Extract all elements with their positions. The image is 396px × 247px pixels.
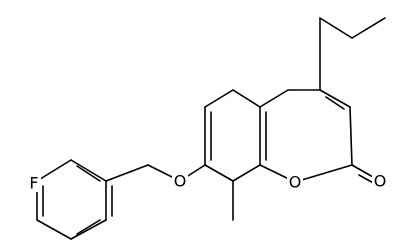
bond-22 (70, 219, 107, 240)
bond-27 (70, 159, 107, 182)
bond-layer (33, 17, 386, 240)
bond-16 (232, 89, 261, 108)
fluorine-label-bg (27, 174, 41, 192)
bond-23 (36, 219, 72, 240)
bond-28 (325, 96, 345, 110)
bond-5 (349, 106, 353, 166)
bond-26 (36, 159, 72, 182)
carbonyl-oxygen-label: O (374, 172, 387, 191)
bond-2 (351, 17, 386, 39)
atom-label-layer: F O O O (27, 172, 388, 193)
ring-oxygen-label-bg (287, 173, 303, 191)
bond-12 (232, 164, 261, 182)
bond-15 (204, 89, 234, 108)
bond-20 (105, 164, 149, 182)
bond-9 (259, 89, 289, 108)
bond-7 (294, 164, 353, 183)
bond-4 (319, 89, 351, 108)
bond-35 (76, 219, 101, 235)
fluorine-label: F (29, 174, 38, 193)
ether-oxygen-label: O (174, 172, 187, 191)
bond-13 (204, 164, 234, 182)
bond-34 (76, 165, 101, 182)
ether-oxygen-label-bg (172, 172, 188, 190)
bond-1 (319, 17, 353, 39)
ring-oxygen-label: O (289, 173, 302, 192)
carbonyl-oxygen-label-bg (372, 172, 388, 190)
